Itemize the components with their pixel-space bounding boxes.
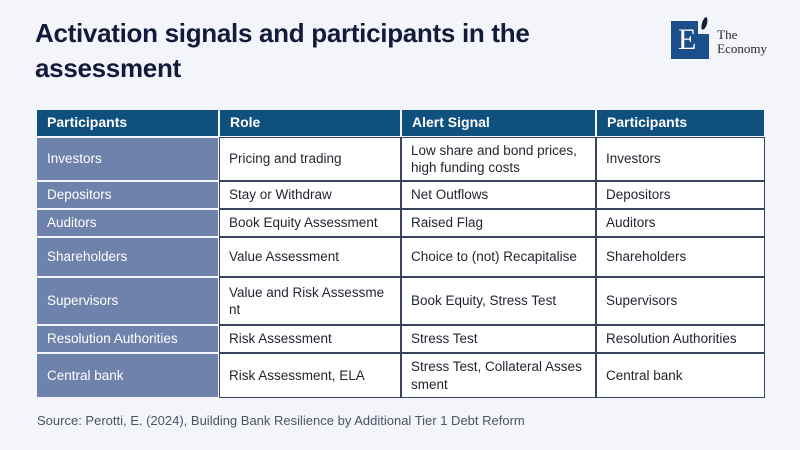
body-cell: Value Assessment (220, 238, 400, 276)
row-label-cell: Depositors (37, 182, 218, 208)
body-cell: Book Equity Assessment (220, 210, 400, 236)
body-cell: Value and Risk Assessme nt (220, 278, 400, 324)
body-cell: Depositors (597, 182, 764, 208)
body-cell: Central bank (597, 354, 764, 397)
body-cell: Stress Test, Collateral Asses sment (402, 354, 595, 397)
body-cell: Auditors (597, 210, 764, 236)
column-header: Role (220, 110, 400, 136)
logo-word-line1: The (717, 27, 738, 42)
body-cell: Stress Test (402, 326, 595, 352)
column-header: Participants (37, 110, 218, 136)
logo-square: E (671, 16, 710, 59)
row-label-cell: Shareholders (37, 238, 218, 276)
body-cell: Raised Flag (402, 210, 595, 236)
body-cell: Low share and bond prices, high funding … (402, 138, 595, 180)
body-cell: Stay or Withdraw (220, 182, 400, 208)
body-cell: Shareholders (597, 238, 764, 276)
body-cell: Resolution Authorities (597, 326, 764, 352)
body-cell: Choice to (not) Recapitalise (402, 238, 595, 276)
row-label-cell: Investors (37, 138, 218, 180)
body-cell: Risk Assessment (220, 326, 400, 352)
row-label-cell: Resolution Authorities (37, 326, 218, 352)
logo-word-line2: Economy (717, 40, 767, 56)
the-economy-logo: E The Economy (671, 16, 767, 59)
body-cell: Supervisors (597, 278, 764, 324)
body-cell: Pricing and trading (220, 138, 400, 180)
row-label-cell: Auditors (37, 210, 218, 236)
logo-letter: E (678, 23, 697, 56)
body-cell: Book Equity, Stress Test (402, 278, 595, 324)
page-title: Activation signals and participants in t… (35, 18, 530, 83)
body-cell: Risk Assessment, ELA (220, 354, 400, 397)
column-header: Participants (597, 110, 764, 136)
row-label-cell: Central bank (37, 354, 218, 397)
body-cell: Net Outflows (402, 182, 595, 208)
logo-wordmark: The Economy (717, 21, 767, 59)
row-label-cell: Supervisors (37, 278, 218, 324)
body-cell: Investors (597, 138, 764, 180)
source-note: Source: Perotti, E. (2024), Building Ban… (37, 413, 525, 428)
column-header: Alert Signal (402, 110, 595, 136)
